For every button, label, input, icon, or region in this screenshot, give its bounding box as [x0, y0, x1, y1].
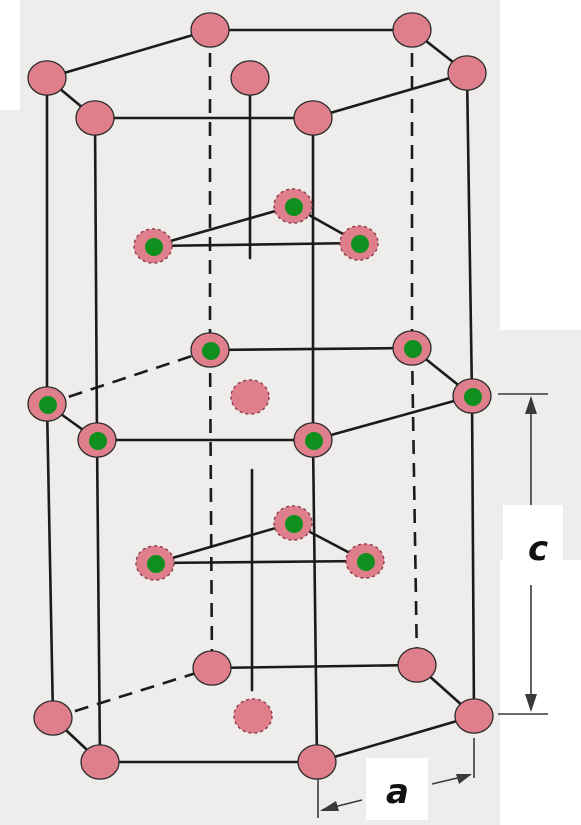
atom-top-f: [293, 100, 333, 136]
bot-edge-back: [210, 663, 419, 670]
vertical-BR-mid-bot-hidden: [410, 347, 419, 666]
atom-top-l: [75, 100, 115, 136]
atom-mid-b: [190, 332, 230, 368]
dim-a-label-bg: [366, 758, 428, 820]
vertical-BL-mid-bot: [45, 402, 55, 720]
atom-bot-c-sphere: [233, 698, 273, 734]
top-edge-back-left: [45, 28, 212, 80]
white-margin-top-left: [0, 0, 20, 110]
atom-mid-r: [452, 378, 492, 414]
atom-inner-lower-1-green-dot: [285, 515, 303, 533]
hidden-edges-layer: [46, 30, 419, 720]
white-margin-bottom-right: [500, 560, 581, 825]
atom-mid-l: [77, 422, 117, 458]
atom-bot-b: [192, 650, 232, 686]
atom-inner-lower-3-green-dot: [357, 553, 375, 571]
vertical-R-top-mid: [465, 71, 474, 398]
mid-edge-front-right: [311, 394, 474, 442]
atom-top-bl: [27, 60, 67, 96]
atom-inner-upper-1-green-dot: [285, 198, 303, 216]
inner-triangle-lower-side-1: [153, 521, 295, 565]
atom-mid-br: [392, 330, 432, 366]
top-edge-front-right: [311, 71, 469, 120]
atom-bot-bl: [33, 700, 73, 736]
atom-mid-br-green-dot: [404, 340, 422, 358]
bot-edge-back-left-hidden: [52, 666, 213, 720]
dimension-a: a: [317, 738, 475, 820]
atom-bot-br-sphere: [397, 647, 437, 683]
atom-top-c: [230, 60, 270, 96]
atom-mid-f: [293, 422, 333, 458]
dimension-c: c: [498, 393, 563, 715]
vertical-R-mid-bot: [470, 394, 476, 718]
vertical-L-mid-bot: [95, 438, 102, 764]
atom-bot-c: [233, 698, 273, 734]
atom-bot-f-sphere: [297, 744, 337, 780]
atoms-layer: [27, 12, 494, 780]
atom-top-l-sphere: [75, 100, 115, 136]
inner-triangle-lower-side-2: [153, 559, 367, 565]
atom-inner-lower-3: [345, 543, 385, 579]
vertical-F-mid-bot: [311, 438, 319, 764]
atom-bot-b-sphere: [192, 650, 232, 686]
dim-c-label-bg: [503, 505, 563, 585]
atom-top-r: [447, 55, 487, 91]
dim-c-arrow-bottom: [525, 694, 537, 712]
atom-inner-lower-1: [273, 505, 313, 541]
atom-bot-r-sphere: [454, 698, 494, 734]
label-c: c: [528, 529, 548, 569]
atom-top-b: [190, 12, 230, 48]
atom-inner-upper-2-green-dot: [145, 238, 163, 256]
atom-inner-upper-1: [273, 188, 313, 224]
bot-edge-front-right: [315, 714, 476, 764]
atom-bot-l-sphere: [80, 744, 120, 780]
atom-mid-l-green-dot: [89, 432, 107, 450]
atom-mid-f-green-dot: [305, 432, 323, 450]
mid-edge-back: [208, 346, 414, 352]
inner-triangle-upper-side-2: [151, 241, 361, 248]
white-margin-top-right: [500, 0, 581, 330]
atom-inner-lower-2-green-dot: [147, 555, 165, 573]
atom-inner-upper-2: [133, 228, 173, 264]
dim-a-arrow-right: [456, 774, 472, 784]
atom-inner-upper-3: [339, 225, 379, 261]
atom-top-b-sphere: [190, 12, 230, 48]
atom-top-br-sphere: [392, 12, 432, 48]
atom-mid-c: [230, 379, 270, 415]
dim-c-arrow-top: [525, 396, 537, 414]
atom-mid-bl: [27, 386, 67, 422]
atom-top-br: [392, 12, 432, 48]
atom-bot-bl-sphere: [33, 700, 73, 736]
atom-top-r-sphere: [447, 55, 487, 91]
mid-edge-back-left-hidden: [46, 348, 211, 406]
atom-mid-b-green-dot: [202, 342, 220, 360]
inner-triangle-upper-side-1: [151, 204, 295, 248]
atom-mid-r-green-dot: [464, 388, 482, 406]
vertical-B-mid-bot-hidden: [208, 349, 214, 669]
atom-mid-c-sphere: [230, 379, 270, 415]
atom-bot-r: [454, 698, 494, 734]
atom-top-f-sphere: [293, 100, 333, 136]
atom-bot-f: [297, 744, 337, 780]
vertical-L-top-mid: [93, 116, 99, 442]
atom-inner-upper-3-green-dot: [351, 235, 369, 253]
atom-top-bl-sphere: [27, 60, 67, 96]
atom-bot-br: [397, 647, 437, 683]
atom-bot-l: [80, 744, 120, 780]
atom-inner-lower-2: [135, 545, 175, 581]
label-a: a: [386, 772, 409, 812]
dim-a-arrow-left: [320, 801, 339, 811]
atom-mid-bl-green-dot: [39, 396, 57, 414]
atom-top-c-sphere: [230, 60, 270, 96]
